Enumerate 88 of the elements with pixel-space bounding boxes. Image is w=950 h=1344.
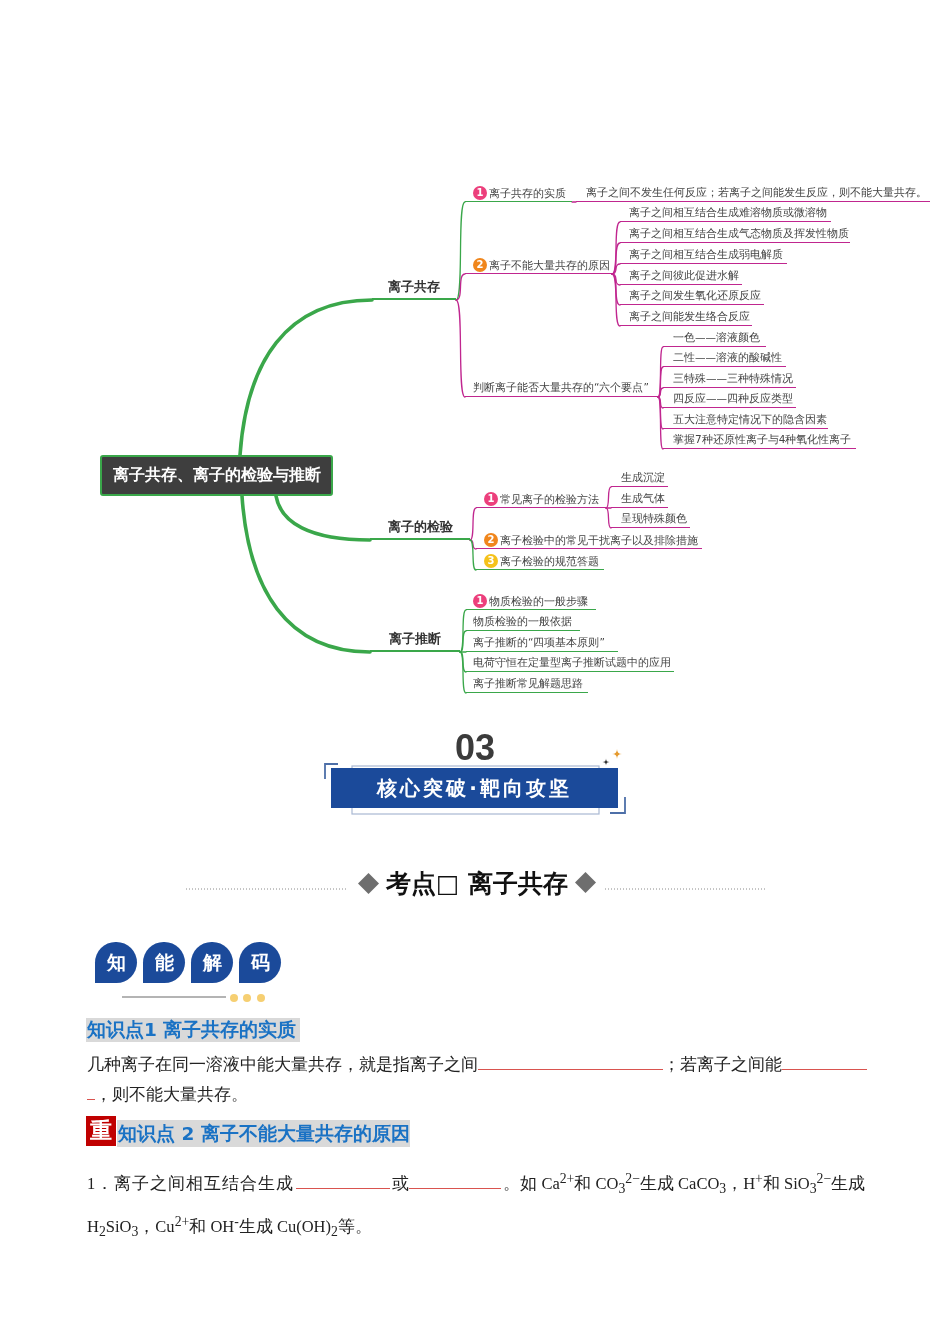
letter-badge: 能 [143, 942, 185, 983]
subtopic: 判断离子能否大量共存的“六个要点” [465, 379, 658, 397]
subtopic: 离子之间相互结合生成难溶物质或微溶物 [620, 204, 831, 222]
body-text: 。如 Ca$^{2+}$和 CO$_{3}$$^{2−}$生成 CaCO$_{3}$，H$^{+}$和 SiO$_{3}$$^{2−}$生成 [503, 1173, 866, 1193]
branch-line [605, 507, 612, 509]
subtopic: 四反应——四种反应类型 [663, 390, 796, 408]
subtopic: 离子之间不发生任何反应；若离子之间能发生反应，则不能大量共存。 [576, 184, 930, 202]
branch-line [571, 201, 577, 203]
topic-text: 物质检验的一般步骤 [489, 594, 588, 607]
number-badge: 2 [484, 533, 498, 547]
letter-badge: 码 [239, 942, 281, 983]
subtopic: 三特殊——三种特殊情况 [663, 370, 796, 388]
branch-line [455, 273, 466, 301]
branch-line [469, 539, 477, 571]
heading-band: 知识点 2 离子不能大量共存的原因 [117, 1120, 410, 1147]
branch-line [274, 494, 372, 542]
subtopic [476, 531, 702, 549]
subtopic: 生成气体 [611, 490, 668, 508]
subtopic [476, 490, 606, 508]
subtopic: 离子之间相互结合生成弱电解质 [620, 246, 787, 264]
branch-line [611, 221, 621, 275]
main-topic: 离子推断 [370, 628, 460, 652]
branch-line [469, 507, 477, 541]
subtopic [465, 184, 572, 202]
branch-line [657, 366, 664, 398]
subtopic [466, 592, 596, 610]
section-heading: 考点□ 离子共存 [386, 869, 568, 899]
topic-text: 离子共存的实质 [489, 186, 566, 199]
branch-line [657, 387, 664, 398]
branch-line [469, 539, 477, 550]
main-topic: 离子共存 [372, 276, 456, 300]
branch-line [455, 201, 466, 301]
main-topic: 离子的检验 [370, 516, 470, 540]
section-number: 03 [453, 731, 496, 765]
branch-line [459, 651, 467, 694]
subtopic [476, 552, 604, 570]
heading-band: 知识点1 离子共存的实质 [86, 1018, 300, 1042]
body-text: 1．离子之间相互结合生成 [87, 1173, 295, 1193]
number-badge: 1 [473, 594, 487, 608]
body-text: 或 [392, 1173, 410, 1193]
branch-line [459, 651, 467, 653]
branch-line [459, 651, 467, 673]
subtopic: 离子之间能发生络合反应 [620, 308, 752, 326]
body-text: H$_{2}$SiO$_{3}$，Cu$^{2+}$和 OH$^{-}$生成 Cu(OH)$_{2}$等。 [87, 1217, 372, 1237]
key-point-mark: 重 [86, 1116, 116, 1146]
body-text: ；若离子之间能 [663, 1055, 782, 1074]
number-badge: 2 [473, 258, 487, 272]
branch-line [455, 299, 466, 398]
subtopic: 离子之间彼此促进水解 [620, 267, 742, 285]
branch-line [657, 396, 664, 409]
subtopic: 电荷守恒在定量型离子推断试题中的应用 [466, 654, 674, 672]
branch-line [605, 486, 612, 509]
branch-line [657, 396, 664, 450]
subtopic: 离子之间发生氧化还原反应 [620, 287, 764, 305]
branch-line [611, 273, 621, 327]
branch-line [240, 494, 372, 654]
topic-text: 常见离子的检验方法 [500, 492, 599, 505]
branch-line [611, 263, 621, 275]
number-badge: 1 [484, 492, 498, 506]
branch-line [611, 273, 621, 306]
letter-badge: 知 [95, 942, 137, 983]
branch-line [605, 507, 612, 529]
body-text: 几种离子在同一溶液中能大量共存，就是指离子之间 [87, 1055, 478, 1074]
subtopic: 离子推断的“四项基本原则” [466, 634, 618, 652]
branch-line [238, 298, 374, 457]
subtopic: 生成沉淀 [611, 469, 668, 487]
subtopic: 物质检验的一般依据 [466, 613, 580, 631]
central-topic-box: 离子共存、离子的检验与推断 [100, 455, 333, 496]
number-badge: 1 [473, 186, 487, 200]
banner-box: 核心突破·靶向攻坚 [331, 768, 618, 808]
subtopic: 离子之间相互结合生成气态物质及挥发性物质 [620, 225, 850, 243]
branch-line [611, 273, 621, 286]
subtopic: 二性——溶液的酸碱性 [663, 349, 786, 367]
subtopic: 五大注意特定情况下的隐含因素 [663, 411, 828, 429]
subtopic: 呈现特殊颜色 [611, 510, 690, 528]
subtopic: 掌握7种还原性离子与4种氧化性离子 [663, 431, 856, 449]
branch-line [657, 396, 664, 430]
topic-text: 离子检验的规范答题 [500, 554, 599, 567]
number-badge: 3 [484, 554, 498, 568]
subtopic [465, 256, 612, 274]
branch-line [611, 242, 621, 275]
topic-text: 离子不能大量共存的原因 [489, 258, 610, 271]
letter-badge: 解 [191, 942, 233, 983]
subtopic: 一色——溶液颜色 [663, 329, 766, 347]
branch-line [459, 630, 467, 653]
subtopic: 离子推断常见解题思路 [466, 675, 588, 693]
body-text: ，则不能大量共存。 [95, 1085, 248, 1104]
topic-text: 离子检验中的常见干扰离子以及排除措施 [500, 533, 698, 546]
